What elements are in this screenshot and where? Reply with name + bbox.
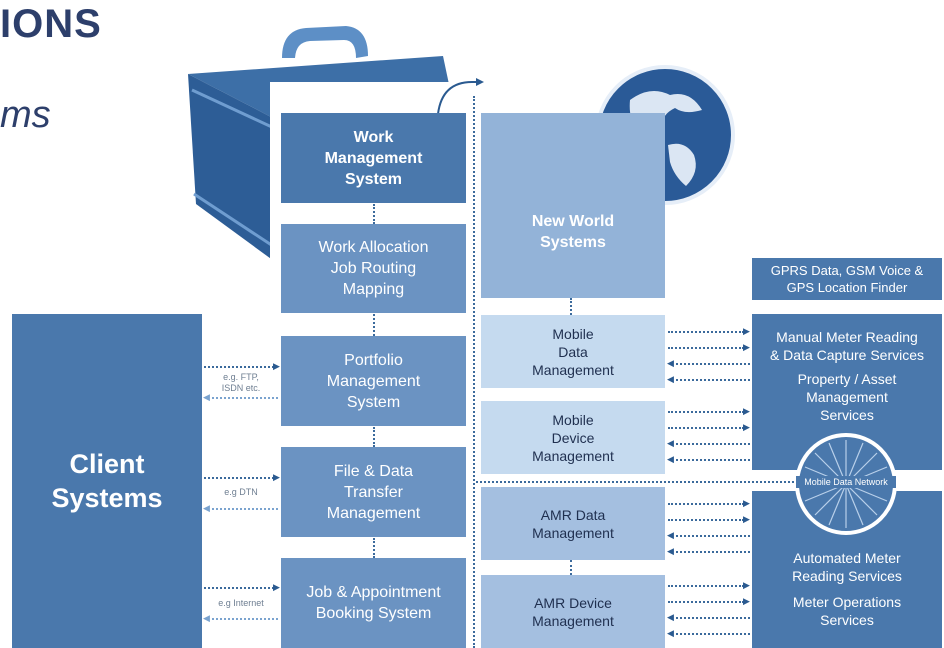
arrow-right-icon: ▶: [273, 361, 280, 371]
connector-arrow: [204, 366, 274, 368]
connector: [373, 204, 375, 224]
connector: [570, 560, 572, 575]
arrow-left-icon: ◀: [667, 438, 674, 448]
connector: [373, 427, 375, 447]
connector-arrow: [212, 618, 278, 620]
mobile-device-management-box: Mobile Device Management: [481, 401, 665, 474]
arrow-left-icon: ◀: [203, 613, 210, 623]
arrow-right-icon: ▶: [743, 406, 750, 416]
horizontal-divider: [476, 481, 806, 483]
arrow-left-icon: ◀: [667, 374, 674, 384]
arrow-right-icon: ▶: [743, 596, 750, 606]
arrow-right-icon: ▶: [743, 342, 750, 352]
connector-arrow: [676, 459, 750, 461]
gprs-gsm-gps-box: GPRS Data, GSM Voice & GPS Location Find…: [752, 258, 942, 300]
arrow-right-icon: ▶: [743, 326, 750, 336]
automated-meter-reading-label: Automated Meter Reading Services: [792, 550, 902, 584]
interface-note-ftp: e.g. FTP, ISDN etc.: [221, 372, 261, 393]
arrow-right-icon: ▶: [743, 498, 750, 508]
connector-arrow: [668, 585, 744, 587]
connector-arrow: [668, 601, 744, 603]
arrow-right-icon: ▶: [743, 422, 750, 432]
work-management-system-box: Work Management System: [281, 113, 466, 203]
amr-device-management-box: AMR Device Management: [481, 575, 665, 648]
new-world-systems-box: New World Systems: [481, 113, 665, 298]
arrow-left-icon: ◀: [667, 358, 674, 368]
central-divider: [473, 96, 475, 648]
portfolio-management-box: Portfolio Management System: [281, 336, 466, 426]
mobile-data-network-label: Mobile Data Network: [796, 476, 896, 488]
connector-arrow: [668, 347, 744, 349]
work-allocation-box: Work Allocation Job Routing Mapping: [281, 224, 466, 313]
connector-arrow: [676, 633, 750, 635]
job-appointment-box: Job & Appointment Booking System: [281, 558, 466, 648]
arrow-left-icon: ◀: [203, 392, 210, 402]
meter-operations-label: Meter Operations Services: [792, 594, 902, 628]
arrow-left-icon: ◀: [667, 546, 674, 556]
connector-arrow: [676, 617, 750, 619]
manual-meter-reading-label: Manual Meter Reading & Data Capture Serv…: [769, 329, 925, 363]
connector: [373, 314, 375, 336]
interface-note-internet: e.g Internet: [218, 598, 264, 608]
arrow-right-icon: ▶: [273, 582, 280, 592]
arrow-left-icon: ◀: [667, 628, 674, 638]
arrow-left-icon: ◀: [667, 612, 674, 622]
connector-arrow: [668, 503, 744, 505]
connector-arrow: [668, 427, 744, 429]
arrow-left-icon: ◀: [667, 530, 674, 540]
arrow-left-icon: ◀: [667, 454, 674, 464]
connector-arrow: [212, 508, 278, 510]
connector-arrow: [676, 443, 750, 445]
arrow-right-icon: ▶: [743, 580, 750, 590]
amr-data-management-box: AMR Data Management: [481, 487, 665, 560]
connector-arrow: [204, 477, 274, 479]
mobile-data-management-box: Mobile Data Management: [481, 315, 665, 388]
lbe-systems-label: LBE 2000 Systems: [276, 89, 387, 104]
connector-arrow: [204, 587, 274, 589]
connector: [373, 538, 375, 558]
client-systems-box: Client Systems: [12, 314, 202, 648]
connector-arrow: [676, 379, 750, 381]
connector-arrow: [676, 363, 750, 365]
arrow-left-icon: ◀: [203, 503, 210, 513]
property-asset-management-label: Property / Asset Management Services: [797, 371, 897, 423]
connector-arrow: [668, 519, 744, 521]
interface-note-dtn: e.g DTN: [224, 487, 258, 497]
connector-arrow: [676, 535, 750, 537]
arrow-right-icon: ▶: [743, 514, 750, 524]
arrow-right-icon: ▶: [273, 472, 280, 482]
file-data-transfer-box: File & Data Transfer Management: [281, 447, 466, 537]
page-subtitle: ms: [0, 94, 51, 136]
connector: [570, 298, 572, 315]
connector-arrow: [668, 411, 744, 413]
curved-arrow-icon: [437, 78, 484, 115]
connector-arrow: [212, 397, 278, 399]
connector-arrow: [676, 551, 750, 553]
page-title: IONS: [0, 2, 102, 46]
connector-arrow: [668, 331, 744, 333]
